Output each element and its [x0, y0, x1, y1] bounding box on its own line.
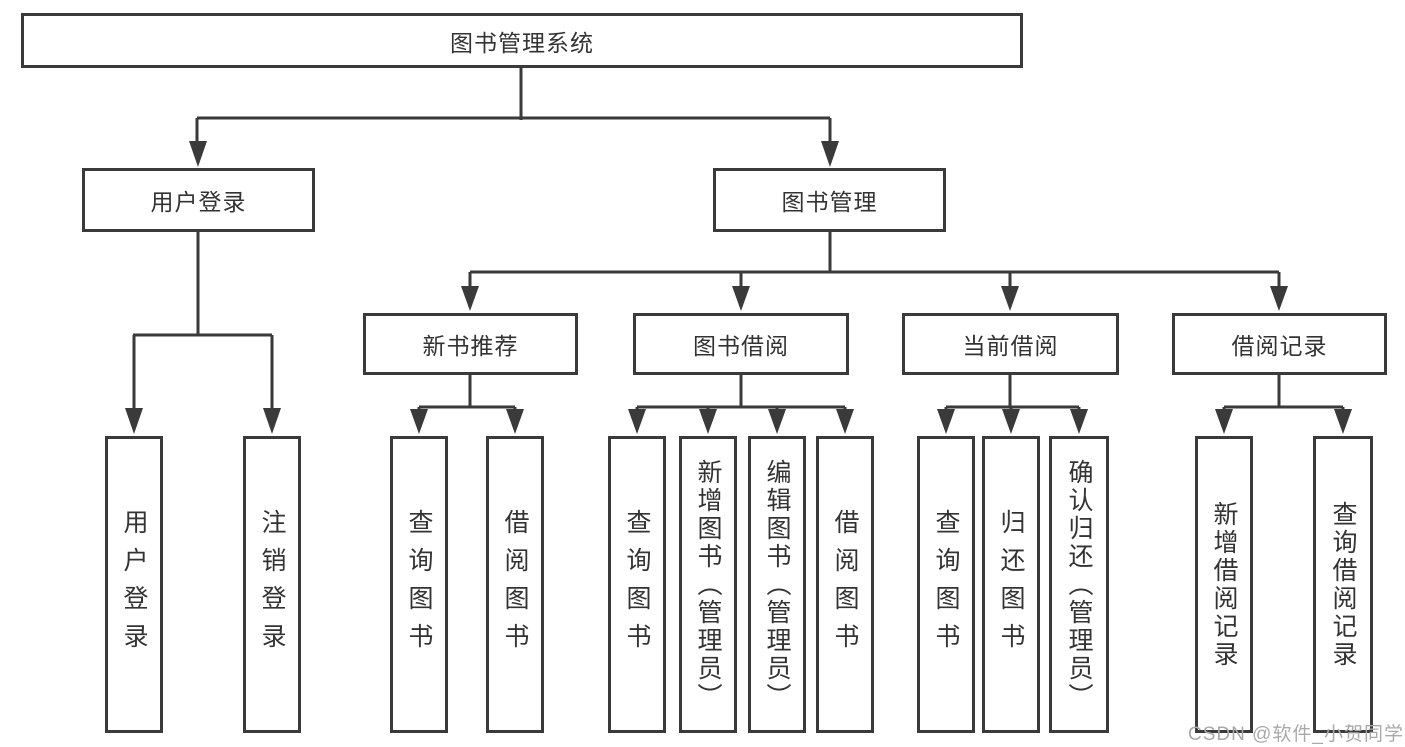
node-book-management: 图书管理	[713, 168, 946, 232]
node-book-borrowing: 图书借阅	[633, 313, 849, 375]
leaf-query-books-recommend: 查询图书	[390, 436, 448, 733]
leaf-query-books-borrowing: 查询图书	[608, 436, 666, 733]
node-user-login: 用户登录	[82, 168, 315, 232]
leaf-logout: 注销登录	[243, 436, 301, 733]
leaf-query-books-current: 查询图书	[917, 436, 975, 733]
node-borrowing-records: 借阅记录	[1172, 313, 1387, 375]
node-new-book-recommend: 新书推荐	[363, 313, 578, 375]
node-library-system: 图书管理系统	[21, 13, 1023, 68]
leaf-query-borrow-record: 查询借阅记录	[1313, 436, 1373, 733]
csdn-watermark: CSDN @软件_小贺同学	[1188, 724, 1404, 745]
leaf-confirm-return-admin: 确认归还（管理员）	[1049, 436, 1109, 733]
leaf-edit-books-admin: 编辑图书（管理员）	[748, 436, 806, 733]
leaf-user-login: 用户登录	[105, 436, 163, 733]
leaf-add-books-admin: 新增图书（管理员）	[679, 436, 737, 733]
leaf-borrow-books: 借阅图书	[816, 436, 874, 733]
node-current-borrowing: 当前借阅	[902, 313, 1119, 375]
leaf-borrow-books-recommend: 借阅图书	[486, 436, 544, 733]
leaf-return-books: 归还图书	[982, 436, 1040, 733]
arrowheads	[125, 141, 1352, 434]
leaf-add-borrow-record: 新增借阅记录	[1195, 436, 1253, 733]
